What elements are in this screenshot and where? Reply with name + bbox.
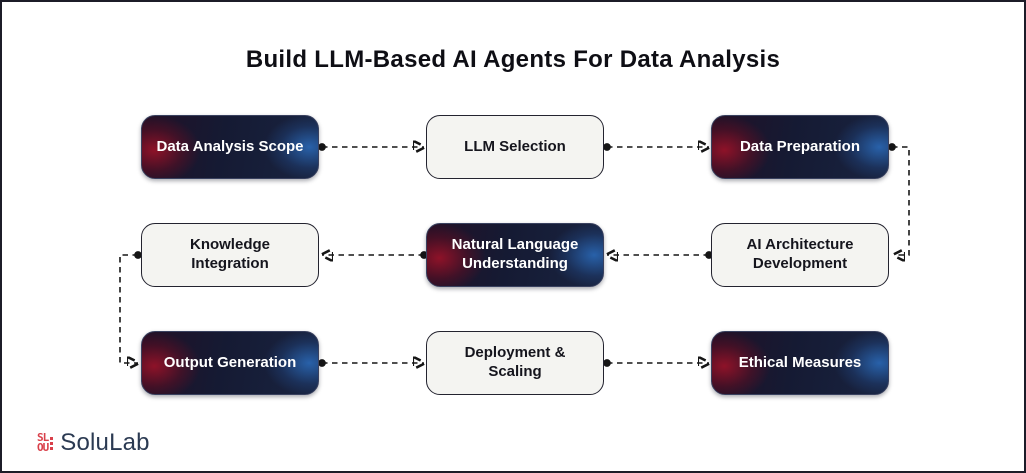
node-llm-selection: LLM Selection [426,115,604,179]
node-natural-language-understanding: Natural Language Understanding [426,223,604,287]
connector-preparation-to-architecture [892,147,910,255]
connector-knowledge-to-output [119,255,138,363]
node-ethical-measures: Ethical Measures [711,331,889,395]
node-deployment-scaling: Deployment & Scaling [426,331,604,395]
node-knowledge-integration: Knowledge Integration [141,223,319,287]
page-title: Build LLM-Based AI Agents For Data Analy… [245,46,781,73]
node-ai-architecture-development: AI Architecture Development [711,223,889,287]
node-output-generation: Output Generation [141,331,319,395]
brand-name: SoluLab [60,429,150,456]
node-data-preparation: Data Preparation [711,115,889,179]
node-data-analysis-scope: Data Analysis Scope [141,115,319,179]
